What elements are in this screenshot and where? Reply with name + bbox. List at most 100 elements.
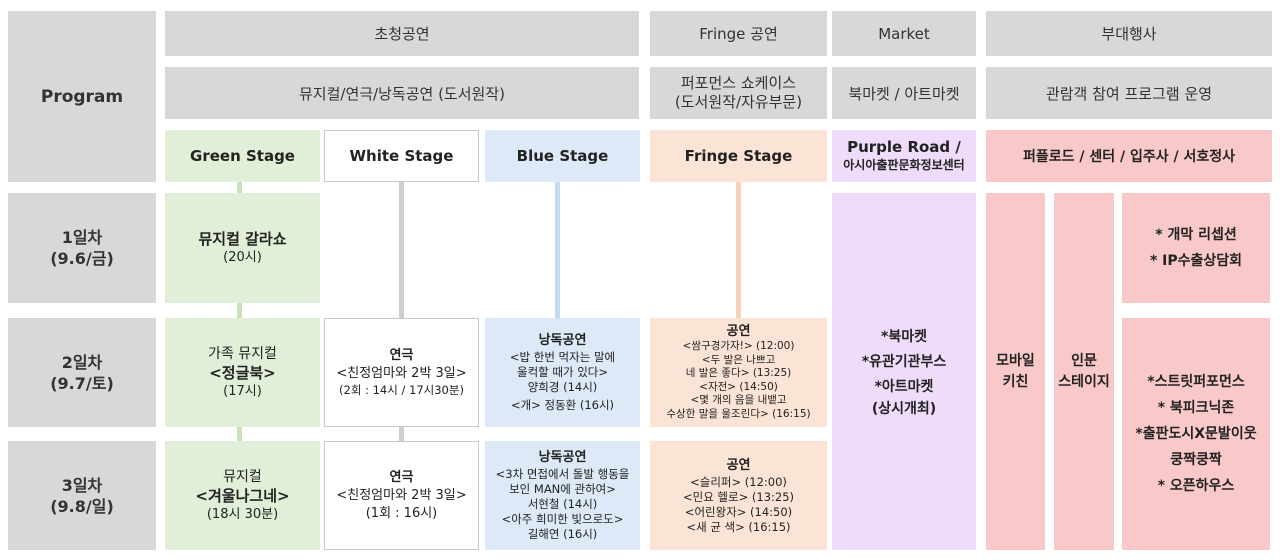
event-label: 스테이지 [1058,373,1110,390]
white-stage-header: White Stage [324,130,479,182]
fringe-day3-program: 공연 <슬리퍼> (12:00) <민요 헬로> (13:25) <어린왕자> … [650,441,827,550]
program-title: 낭독공연 [538,450,587,465]
blue-stage-label: Blue Stage [516,147,609,165]
white-stage-label: White Stage [349,147,454,165]
invited-title: 초청공연 [374,25,430,43]
invited-subheader: 뮤지컬/연극/낭독공연 (도서원작) [165,67,639,119]
program-line: 서현철 (14시) [527,497,598,511]
day-3-date: (9.8/일) [50,496,114,516]
program-line: <민요 헬로> (13:25) [682,489,795,504]
event-item: * 북피크닉존 [1157,400,1235,416]
event-item: * IP수출상담회 [1149,253,1243,269]
program-time: (18시 30분) [206,506,279,522]
day-1-name: 1일차 [61,228,103,247]
day-1-date: (9.6/금) [50,249,114,268]
green-day2-program: 가족 뮤지컬 <정글북> (17시) [165,318,320,427]
program-name: <친정엄마와 2박 3일> [336,366,467,381]
program-line: <개> 정동환 (16시) [510,398,615,412]
market-subtitle: 북마켓 / 아트마켓 [848,84,960,103]
program-title: 연극 [389,469,414,485]
events-subtitle: 관람객 참여 프로그램 운영 [1045,84,1213,103]
market-program: *북마켓 *유관기관부스 *아트마켓 (상시개최) [832,193,976,550]
program-line: <슬리퍼> (12:00) [690,474,787,489]
program-line: <새 균 색> (16:15) [686,519,791,534]
program-line: 수상한 말을 울조린다> (16:15) [666,407,811,420]
program-title: 공연 [726,457,751,473]
green-stage-label: Green Stage [190,147,295,165]
event-item: * 개막 리셉션 [1155,227,1237,243]
fringe-subtitle-line: 퍼포먼스 쇼케이스 [680,74,797,92]
day-2-name: 2일차 [61,352,103,372]
day1-events: * 개막 리셉션 * IP수출상담회 [1122,193,1270,303]
fringe-subheader: 퍼포먼스 쇼케이스 (도서원작/자유부문) [650,67,827,119]
blue-stage-header: Blue Stage [485,130,640,182]
market-item: *아트마켓 [874,379,934,395]
program-time: (17시) [223,383,262,399]
mobile-kitchen-event: 모바일 키친 [986,193,1045,550]
program-label: Program [40,86,124,107]
program-title: 공연 [726,324,751,339]
green-stage-header: Green Stage [165,130,320,182]
white-day2-program: 연극 <친정엄마와 2박 3일> (2회 : 14시 / 17시30분) [324,318,479,427]
program-line: 보인 MAN에 관하여> [509,482,616,496]
fringe-stage-header: Fringe Stage [650,130,827,182]
event-label: 모바일 [996,352,1035,369]
program-line: 길해연 (16시) [527,527,598,541]
invited-subtitle: 뮤지컬/연극/낭독공연 (도서원작) [299,84,505,103]
events-venues-header: 퍼플로드 / 센터 / 입주사 / 서호정사 [986,130,1272,182]
market-item: *유관기관부스 [861,354,947,370]
program-name: <친정엄마와 2박 3일> [336,487,467,503]
event-label: 키친 [1002,373,1029,390]
program-title: 연극 [389,348,414,363]
program-header: Program [8,11,156,182]
events-subheader: 관람객 참여 프로그램 운영 [986,67,1272,119]
program-line: <밥 한번 먹자는 말에 [509,350,616,364]
market-subheader: 북마켓 / 아트마켓 [832,67,976,119]
white-day3-program: 연극 <친정엄마와 2박 3일> (1회 : 16시) [324,441,479,550]
program-line: 양희경 (14시) [527,380,598,394]
events-venues-label: 퍼플로드 / 센터 / 입주사 / 서호정사 [1022,149,1236,165]
fringe-title: Fringe 공연 [699,25,778,43]
fringe-header: Fringe 공연 [650,11,827,56]
day-3-name: 3일차 [61,475,103,495]
blue-day2-program: 낭독공연 <밥 한번 먹자는 말에 울컥할 때가 있다> 양희경 (14시) <… [485,318,640,427]
program-title: 뮤지컬 [223,468,262,485]
program-name: <정글북> [209,363,276,382]
day-2-date: (9.7/토) [50,373,114,393]
program-title: 뮤지컬 갈라쇼 [198,230,287,248]
program-line: <아주 희미한 빛으로도> [501,512,624,526]
program-time: (20시) [223,250,262,265]
program-line: <몇 개의 음을 내뱉고 [690,394,787,406]
event-item: *출판도시X문발이웃 [1135,426,1257,442]
market-note: (상시개최) [871,401,937,417]
blue-day3-program: 낭독공연 <3차 면접에서 돌발 행동을 보인 MAN에 관하여> 서현철 (1… [485,441,640,550]
program-time: (2회 : 14시 / 17시30분) [339,383,464,397]
fringe-stage-connector [736,180,741,330]
blue-stage-connector [555,180,560,330]
program-line: <자전> (14:50) [699,380,778,393]
day2-3-events: *스트릿퍼포먼스 * 북피크닉존 *출판도시X문발이웃 쿵짝쿵짝 * 오픈하우스 [1122,318,1270,550]
event-label: 인문 [1071,352,1097,369]
day-3-label: 3일차 (9.8/일) [8,441,156,550]
program-line: <두 발은 나쁘고 [701,353,776,366]
market-header: Market [832,11,976,56]
green-day1-program: 뮤지컬 갈라쇼 (20시) [165,193,320,303]
invited-header: 초청공연 [165,11,639,56]
purple-road-header: Purple Road / 아시아출판문화정보센터 [832,130,976,182]
purple-road-sublabel: 아시아출판문화정보센터 [843,158,965,172]
program-time: (1회 : 16시) [365,505,438,521]
event-item: *스트릿퍼포먼스 [1147,374,1245,390]
events-title: 부대행사 [1101,25,1157,43]
program-line: <3차 면접에서 돌발 행동을 [495,467,630,481]
program-line: 울컥할 때가 있다> [516,365,608,379]
program-title: 낭독공연 [538,333,587,348]
fringe-day2-program: 공연 <쌈구경가자!> (12:00) <두 발은 나쁘고 네 발은 좋다> (… [650,318,827,427]
program-line: <어린왕자> (14:50) [684,504,793,519]
event-item: 쿵짝쿵짝 [1170,452,1222,468]
purple-road-label: Purple Road / [847,138,961,156]
event-item: * 오픈하우스 [1157,478,1235,494]
fringe-subtitle-line: (도서원작/자유부문) [674,93,803,111]
events-header: 부대행사 [986,11,1272,56]
day-2-label: 2일차 (9.7/토) [8,318,156,427]
program-line: <쌈구경가자!> (12:00) [682,340,795,352]
